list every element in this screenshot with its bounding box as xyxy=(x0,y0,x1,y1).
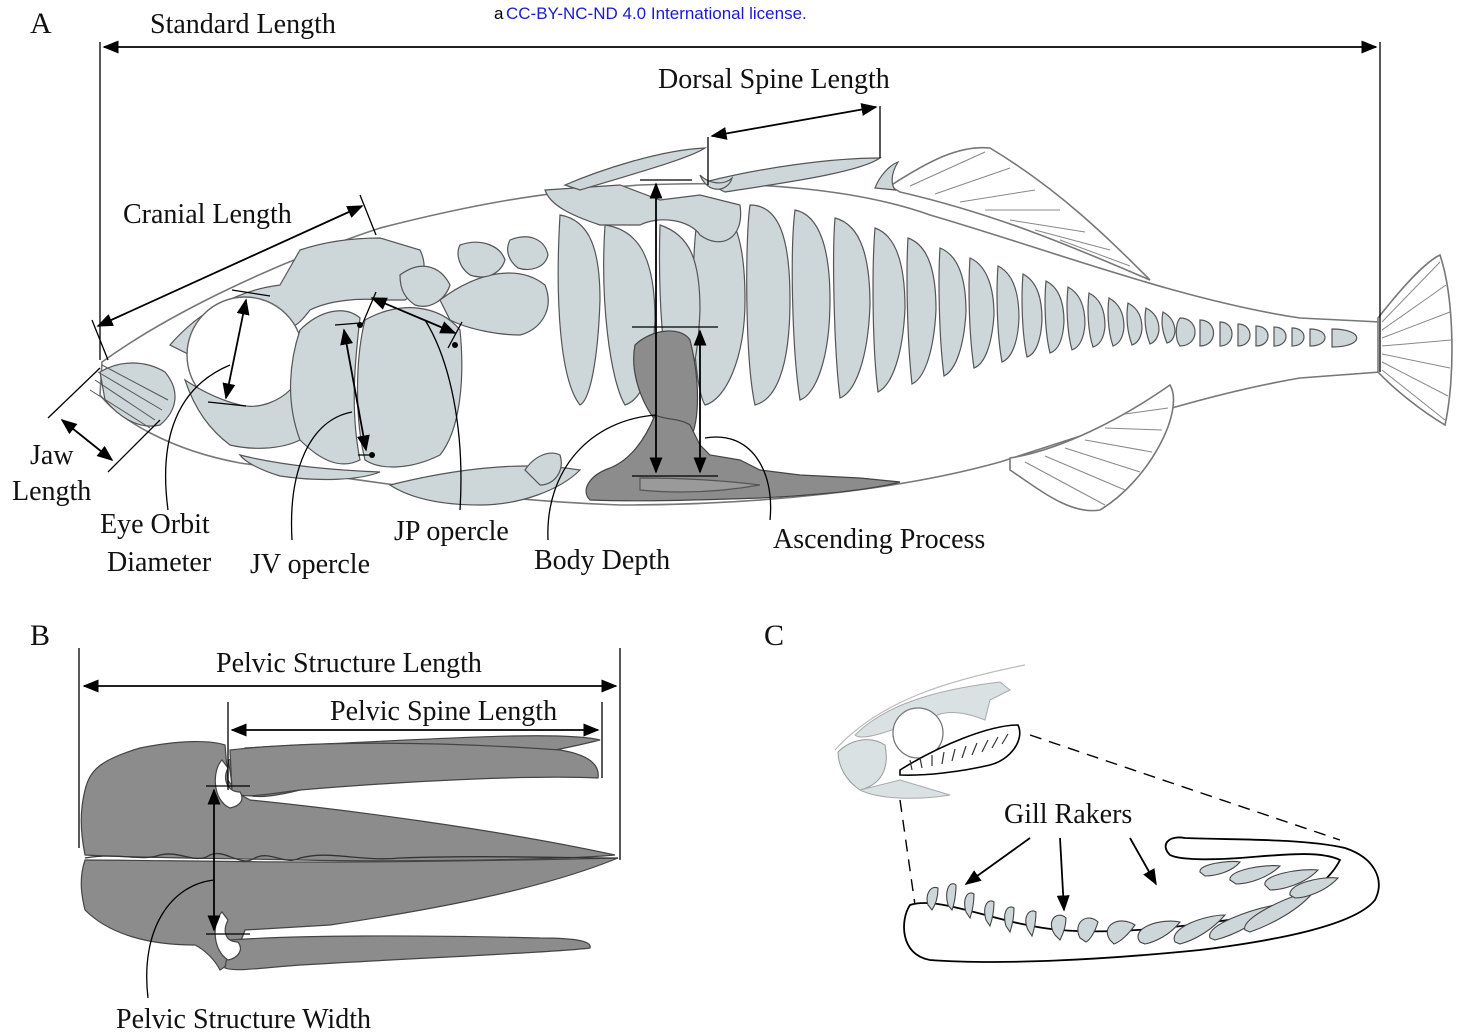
label-ascending-process: Ascending Process xyxy=(773,524,985,555)
license-link[interactable]: CC-BY-NC-ND 4.0 International license. xyxy=(506,4,807,23)
label-diameter: Diameter xyxy=(107,547,212,578)
label-gill-rakers: Gill Rakers xyxy=(1004,799,1132,830)
panel-label-b: B xyxy=(30,619,50,652)
opercle xyxy=(358,308,462,467)
label-pelvic-structure-length: Pelvic Structure Length xyxy=(216,648,482,679)
panel-label-c: C xyxy=(764,619,784,652)
label-body-depth: Body Depth xyxy=(534,545,670,576)
gill-arch xyxy=(904,837,1379,962)
label-standard-length: Standard Length xyxy=(150,9,336,40)
pelvic-spine-lower xyxy=(225,936,590,970)
preopercle xyxy=(291,311,360,464)
fish-skeleton xyxy=(90,148,1452,511)
panel-label-a: A xyxy=(30,7,52,40)
pelvic-spine-upper xyxy=(230,743,598,796)
jaw-bones xyxy=(100,363,175,426)
label-eye-orbit: Eye Orbit xyxy=(100,509,210,540)
head-thumbnail xyxy=(835,665,1025,798)
label-pelvic-structure-width: Pelvic Structure Width xyxy=(116,1004,371,1035)
label-jaw-length: Length xyxy=(12,476,91,507)
dorsal-spine-arrow xyxy=(712,107,876,136)
pelvic-structure xyxy=(81,736,618,970)
label-jp-opercle: JP opercle xyxy=(394,516,509,547)
caudal-fin xyxy=(1378,255,1452,425)
label-dorsal-spine-length: Dorsal Spine Length xyxy=(658,64,890,95)
license-prefix: a xyxy=(494,4,504,23)
label-jv-opercle: JV opercle xyxy=(250,549,370,580)
label-pelvic-spine-length: Pelvic Spine Length xyxy=(330,696,557,727)
label-jaw: Jaw xyxy=(30,440,74,471)
label-cranial-length: Cranial Length xyxy=(123,199,292,230)
